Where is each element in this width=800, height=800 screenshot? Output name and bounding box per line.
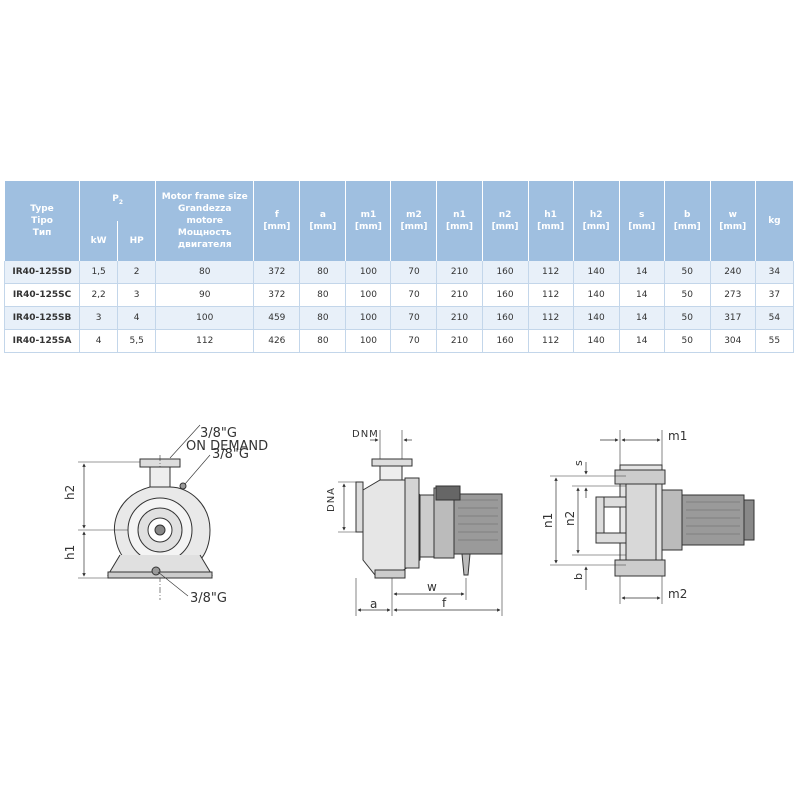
front-h2-label: h2 — [63, 485, 77, 500]
header-type: Type Tipo Тип — [3, 181, 81, 261]
header-m2: m2[mm] — [390, 181, 438, 261]
front-view — [78, 424, 213, 600]
header-a: a[mm] — [299, 181, 347, 261]
header-motor: Motor frame size Grandezza motore Мощнос… — [155, 181, 255, 261]
top-m2-label: m2 — [668, 587, 687, 601]
top-view — [550, 430, 755, 604]
front-port-bottom-label: 3/8"G — [190, 591, 227, 606]
top-m1-label: m1 — [668, 429, 687, 443]
top-b-label: b — [572, 573, 585, 580]
top-s-label: s — [572, 460, 585, 466]
top-n1-label: n1 — [541, 513, 555, 528]
front-h1-label: h1 — [63, 545, 77, 560]
side-view — [338, 430, 503, 616]
header-hp: HP — [117, 221, 157, 261]
header-h1: h1[mm] — [527, 181, 574, 261]
spec-table: Type Tipo Тип P2 Motor frame size Grande… — [3, 181, 795, 353]
technical-drawing: 3/8"G ON DEMAND 3/8"G 3/8"G h2 h1 — [63, 424, 755, 616]
header-s: s[mm] — [618, 181, 665, 261]
side-dna-label: DNA — [326, 487, 337, 512]
side-a-label: a — [370, 597, 377, 611]
header-n1: n1[mm] — [436, 181, 483, 261]
side-dnm-label: DNM — [352, 429, 379, 440]
front-port-side-label: 3/8"G — [212, 447, 249, 462]
header-h2: h2[mm] — [572, 181, 620, 261]
header-f: f[mm] — [253, 181, 301, 261]
header-kg: kg — [754, 181, 795, 261]
top-n2-label: n2 — [563, 511, 577, 526]
side-w-label: w — [427, 580, 437, 594]
side-f-label: f — [442, 596, 447, 610]
header-w: w[mm] — [709, 181, 756, 261]
header-p2: P2 — [79, 181, 157, 221]
header-m1: m1[mm] — [345, 181, 392, 261]
front-port-top-label: 3/8"G — [200, 426, 237, 441]
header-n2: n2[mm] — [481, 181, 529, 261]
front-on-demand-label: ON DEMAND — [186, 439, 268, 454]
header-b: b[mm] — [663, 181, 711, 261]
header-kw: kW — [79, 221, 119, 261]
